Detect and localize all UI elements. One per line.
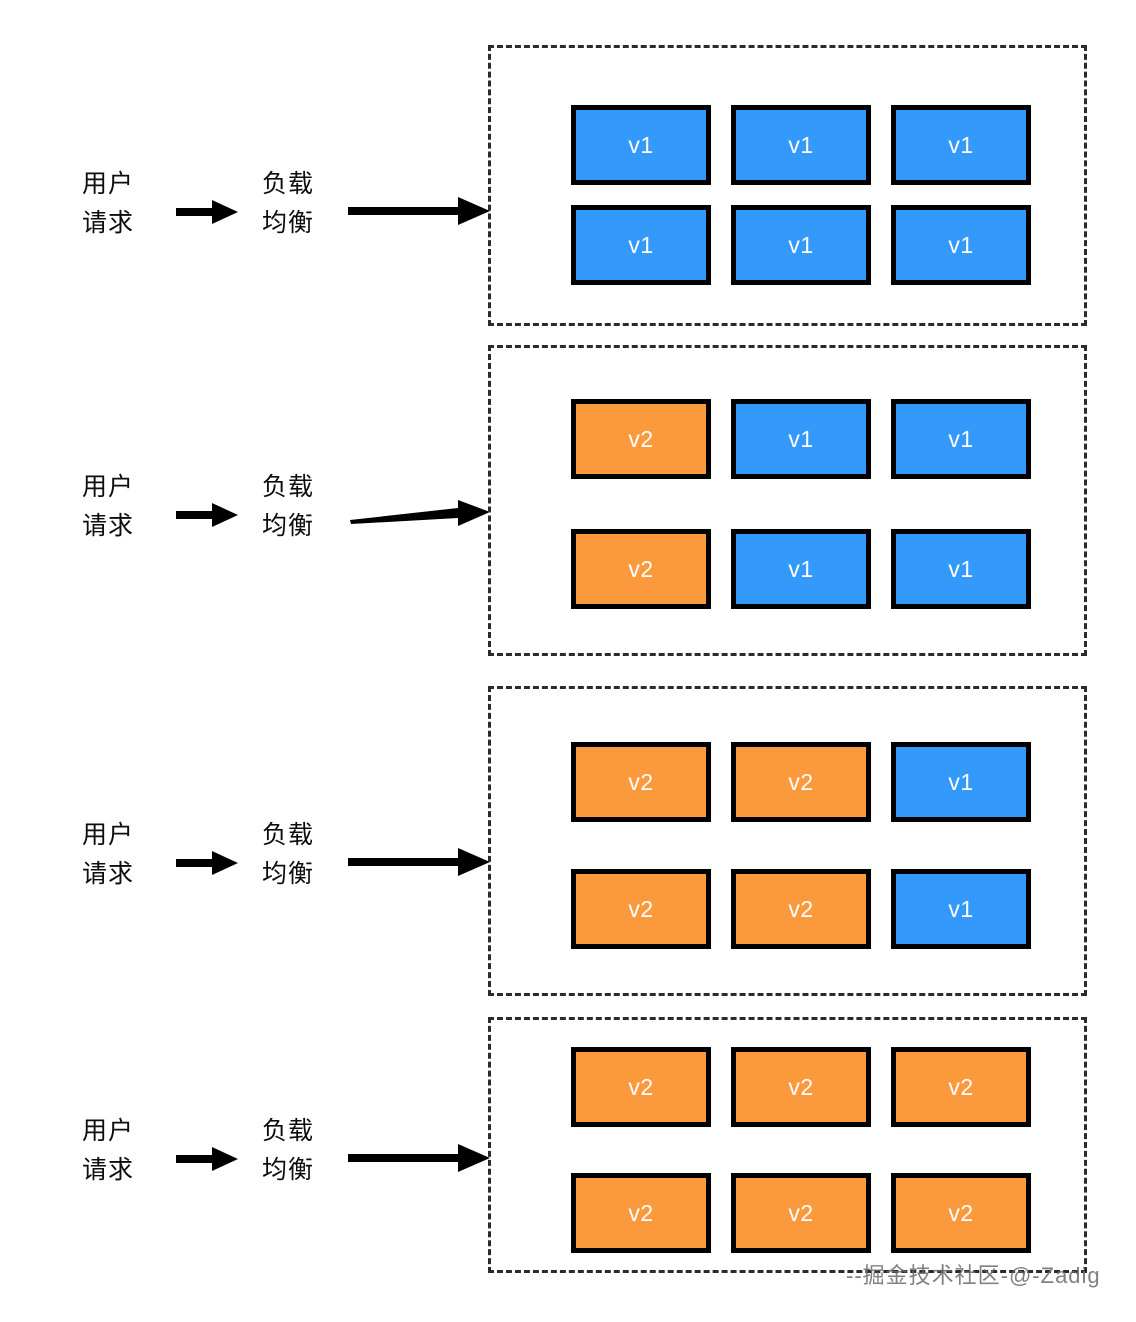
pod-v1[interactable]: v1 — [891, 399, 1031, 479]
user-request-label-2: 用户 请求 — [81, 473, 134, 540]
pod-row-4-1: v2 v2 v2 — [571, 1047, 1031, 1127]
arrow-lb-to-cluster-3 — [348, 846, 490, 878]
user-request-label-1: 用户 请求 — [81, 170, 134, 237]
pod-v1[interactable]: v1 — [731, 205, 871, 285]
pod-row-3-2: v2 v2 v1 — [571, 869, 1031, 949]
pod-v1[interactable]: v1 — [891, 742, 1031, 822]
pod-v2[interactable]: v2 — [891, 1173, 1031, 1253]
pod-v2[interactable]: v2 — [571, 742, 711, 822]
stage-1-flow: 用户 请求 负载 均衡 — [0, 145, 500, 265]
arrow-lb-to-cluster-2 — [348, 498, 490, 530]
pod-v2[interactable]: v2 — [571, 399, 711, 479]
pod-row-1-1: v1 v1 v1 — [571, 105, 1031, 185]
pod-v2[interactable]: v2 — [731, 1047, 871, 1127]
pod-v1[interactable]: v1 — [731, 105, 871, 185]
cluster-3: v2 v2 v1 v2 v2 v1 — [488, 686, 1087, 996]
load-balancer-label-1: 负载 均衡 — [261, 170, 314, 237]
arrow-user-to-lb-2 — [176, 501, 238, 529]
load-balancer-label-4: 负载 均衡 — [261, 1117, 314, 1184]
pod-v1[interactable]: v1 — [571, 205, 711, 285]
arrow-user-to-lb-4 — [176, 1145, 238, 1173]
pod-v2[interactable]: v2 — [571, 1047, 711, 1127]
arrow-lb-to-cluster-4 — [348, 1142, 490, 1174]
user-request-label-4: 用户 请求 — [81, 1117, 134, 1184]
cluster-2: v2 v1 v1 v2 v1 v1 — [488, 345, 1087, 656]
stage-2-flow: 用户 请求 负载 均衡 — [0, 448, 500, 568]
pod-v1[interactable]: v1 — [731, 399, 871, 479]
pod-v2[interactable]: v2 — [731, 869, 871, 949]
pod-row-2-2: v2 v1 v1 — [571, 529, 1031, 609]
user-request-label-3: 用户 请求 — [81, 821, 134, 888]
cluster-1: v1 v1 v1 v1 v1 v1 — [488, 45, 1087, 326]
cluster-4: v2 v2 v2 v2 v2 v2 — [488, 1017, 1087, 1273]
arrow-user-to-lb-1 — [176, 198, 238, 226]
pod-v1[interactable]: v1 — [891, 529, 1031, 609]
pod-v2[interactable]: v2 — [891, 1047, 1031, 1127]
pod-v1[interactable]: v1 — [571, 105, 711, 185]
pod-v1[interactable]: v1 — [891, 869, 1031, 949]
pod-v1[interactable]: v1 — [891, 205, 1031, 285]
pod-row-1-2: v1 v1 v1 — [571, 205, 1031, 285]
pod-v2[interactable]: v2 — [571, 869, 711, 949]
pod-v1[interactable]: v1 — [731, 529, 871, 609]
stage-4-flow: 用户 请求 负载 均衡 — [0, 1092, 500, 1212]
pod-v2[interactable]: v2 — [571, 1173, 711, 1253]
pod-row-3-1: v2 v2 v1 — [571, 742, 1031, 822]
pod-v1[interactable]: v1 — [891, 105, 1031, 185]
pod-row-2-1: v2 v1 v1 — [571, 399, 1031, 479]
pod-v2[interactable]: v2 — [571, 529, 711, 609]
load-balancer-label-2: 负载 均衡 — [261, 473, 314, 540]
arrow-lb-to-cluster-1 — [348, 195, 490, 227]
stage-3-flow: 用户 请求 负载 均衡 — [0, 796, 500, 916]
load-balancer-label-3: 负载 均衡 — [261, 821, 314, 888]
pod-v2[interactable]: v2 — [731, 742, 871, 822]
watermark-text: --掘金技术社区-@-Zadig — [846, 1263, 1101, 1288]
arrow-user-to-lb-3 — [176, 849, 238, 877]
pod-row-4-2: v2 v2 v2 — [571, 1173, 1031, 1253]
pod-v2[interactable]: v2 — [731, 1173, 871, 1253]
